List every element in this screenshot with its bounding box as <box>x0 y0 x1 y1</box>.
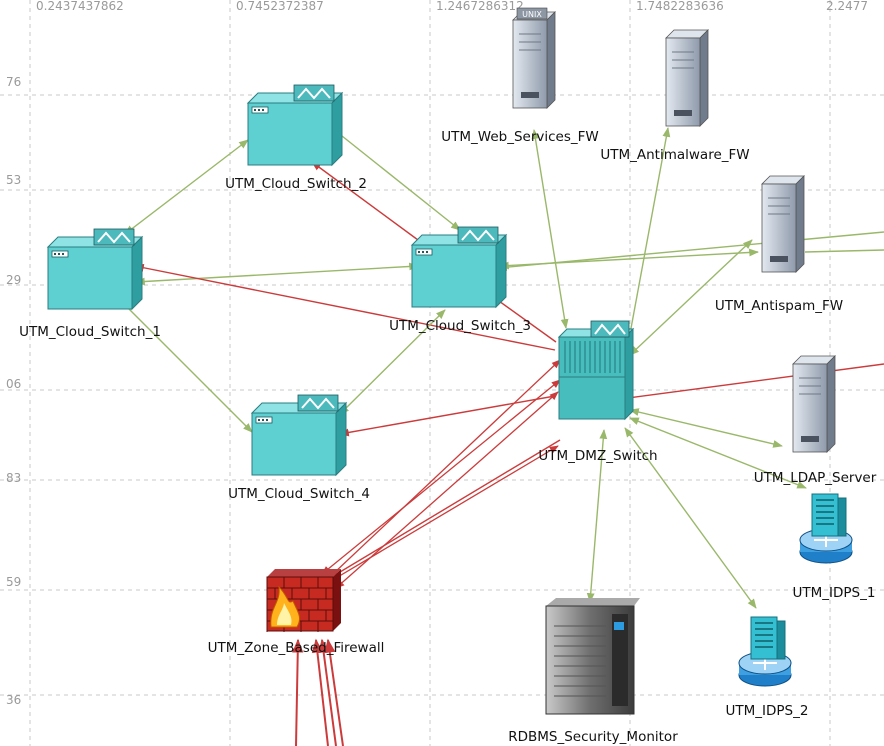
idps-icon[interactable] <box>799 493 853 564</box>
server-icon[interactable]: UNIX <box>512 7 556 109</box>
node-label: UTM_Cloud_Switch_4 <box>228 486 370 502</box>
link-dmz-to-cloud3[interactable] <box>491 295 557 343</box>
node-label: UTM_Antispam_FW <box>715 298 843 314</box>
dmz-icon[interactable] <box>557 320 635 421</box>
link-web-to-dmz[interactable] <box>531 129 569 329</box>
link-dmz-to-ldap[interactable] <box>629 408 783 448</box>
x-tick-label: 1.7482283636 <box>636 0 724 13</box>
y-tick-label: 83 <box>6 471 21 485</box>
switch-icon[interactable] <box>46 228 144 311</box>
mainframe-icon[interactable] <box>545 598 640 715</box>
firewall-icon[interactable] <box>266 569 341 632</box>
x-tick-label: 1.2467286312 <box>436 0 524 13</box>
x-tick-label: 0.2437437862 <box>36 0 124 13</box>
switch-icon[interactable] <box>410 226 508 309</box>
server-icon[interactable] <box>792 355 836 453</box>
node-idps2[interactable]: UTM_IDPS_2 <box>726 616 809 719</box>
x-tick-label: 0.7452372387 <box>236 0 324 13</box>
node-label: UTM_Cloud_Switch_3 <box>389 318 531 334</box>
node-idps1[interactable]: UTM_IDPS_1 <box>793 493 876 601</box>
y-tick-label: 36 <box>6 693 21 707</box>
node-cloud3[interactable]: UTM_Cloud_Switch_3 <box>389 226 531 334</box>
link-dmz-firewall-bundle[interactable] <box>325 445 559 585</box>
link-dmz-to-idps2[interactable] <box>624 427 757 609</box>
links-layer <box>119 127 884 746</box>
node-rdbms[interactable]: RDBMS_Security_Monitor <box>508 598 678 745</box>
server-icon[interactable] <box>665 29 709 127</box>
node-label: RDBMS_Security_Monitor <box>508 729 678 745</box>
y-tick-label: 76 <box>6 75 21 89</box>
link-firewall-downstream[interactable] <box>324 638 344 746</box>
link-dmz-to-fw[interactable] <box>329 439 561 579</box>
node-label: UTM_Web_Services_FW <box>441 129 599 145</box>
server-icon[interactable] <box>761 175 805 273</box>
node-fw[interactable]: UTM_Zone_Based_Firewall <box>208 569 385 656</box>
node-label: UTM_Cloud_Switch_1 <box>19 324 161 340</box>
node-label: UTM_Cloud_Switch_2 <box>225 176 367 192</box>
unix-badge-icon <box>516 7 548 20</box>
link-cloud1-to-cloud4[interactable] <box>119 299 253 433</box>
switch-icon[interactable] <box>246 84 344 167</box>
node-cloud4[interactable]: UTM_Cloud_Switch_4 <box>228 394 370 502</box>
node-label: UTM_Zone_Based_Firewall <box>208 640 385 656</box>
switch-icon[interactable] <box>250 394 348 477</box>
axis-ticks: 0.2437437862 0.7452372387 1.2467286312 1.74… <box>6 0 868 707</box>
link-dmz-to-rdbms[interactable] <box>586 429 608 603</box>
node-cloud1[interactable]: UTM_Cloud_Switch_1 <box>19 228 161 340</box>
link-offscreen-dmz[interactable] <box>627 363 884 399</box>
idps-icon[interactable] <box>738 616 792 687</box>
link-dmz-firewall-bundle[interactable] <box>315 359 561 591</box>
y-tick-label: 59 <box>6 575 21 589</box>
link-dmz-to-cloud1[interactable] <box>134 263 556 351</box>
link-dmz-firewall-bundle[interactable] <box>321 379 561 575</box>
node-dmz[interactable]: UTM_DMZ_Switch <box>538 320 658 464</box>
link-dmz-to-cloud4[interactable] <box>339 395 556 437</box>
node-antimal[interactable]: UTM_Antimalware_FW <box>600 29 750 163</box>
node-web[interactable]: UNIX UTM_Web_Services_FW <box>441 7 599 145</box>
node-label: UTM_IDPS_1 <box>793 585 876 601</box>
y-tick-label: 29 <box>6 273 21 287</box>
link-offscreen-antispam[interactable] <box>804 249 884 253</box>
node-ldap[interactable]: UTM_LDAP_Server <box>754 355 877 486</box>
link-firewall-downstream[interactable] <box>318 638 337 746</box>
link-firewall-downstream[interactable] <box>311 638 329 746</box>
link-cloud3-to-cloud2[interactable] <box>311 161 419 241</box>
node-label: UTM_LDAP_Server <box>754 470 877 486</box>
y-tick-label: 53 <box>6 173 21 187</box>
y-tick-label: 06 <box>6 377 21 391</box>
x-tick-label: 2.2477 <box>826 0 868 13</box>
link-offscreen-to-cloud3[interactable] <box>497 231 884 272</box>
link-cloud3-to-cloud1[interactable] <box>135 262 419 286</box>
node-label: UTM_IDPS_2 <box>726 703 809 719</box>
svg-text:UNIX: UNIX <box>522 10 542 19</box>
link-cloud2-to-cloud3[interactable] <box>331 127 461 231</box>
node-cloud2[interactable]: UTM_Cloud_Switch_2 <box>225 84 367 192</box>
node-label: UTM_Antimalware_FW <box>600 147 749 163</box>
link-cloud2-to-cloud1[interactable] <box>124 139 249 235</box>
node-label: UTM_DMZ_Switch <box>538 448 657 464</box>
link-firewall-downstream[interactable] <box>292 638 304 746</box>
node-antispam[interactable]: UTM_Antispam_FW <box>715 175 843 314</box>
